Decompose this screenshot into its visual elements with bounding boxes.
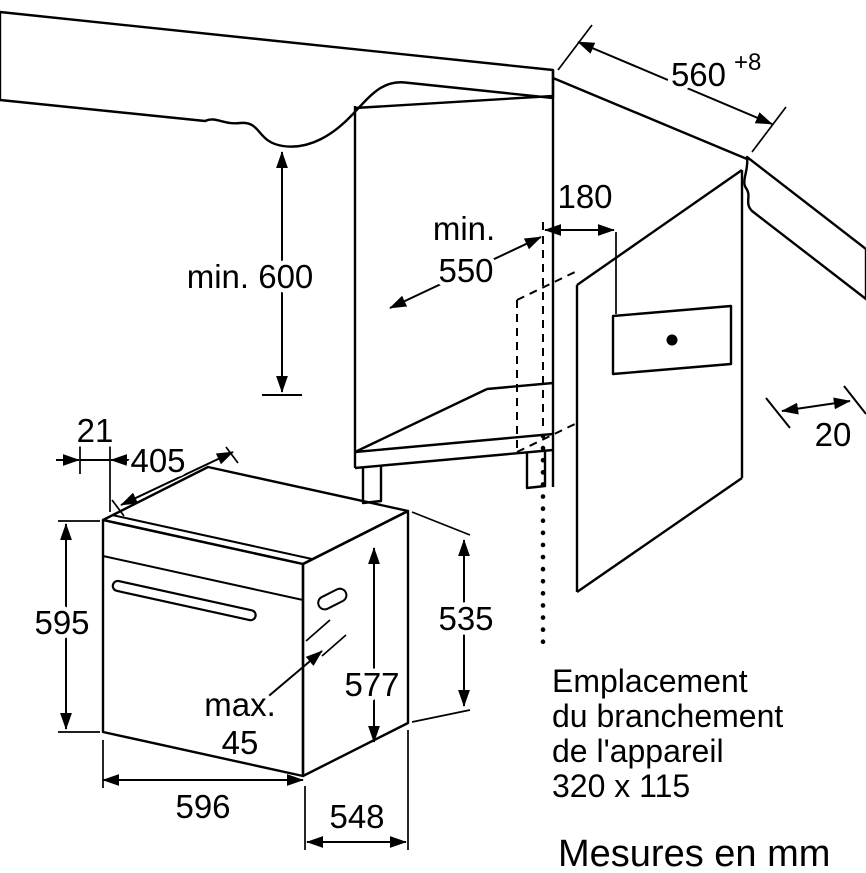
niche-foot-right (525, 450, 547, 490)
dim-rear-gap-label: 20 (815, 416, 852, 453)
dim-handle-clearance-arrow (263, 650, 323, 701)
dim-top-depth-arrow (120, 451, 234, 506)
dim-oven-width-label: 596 (175, 788, 230, 825)
dim-niche-width-label: 560 (671, 56, 726, 93)
connection-note-line-4: 320 x 115 (552, 768, 690, 804)
dim-handle-clearance-tick-2 (305, 619, 331, 642)
dim-handle-clearance: max. 45 (200, 619, 347, 766)
dim-oven-width: 596 (102, 740, 306, 850)
dim-handle-clearance-label-2: 45 (222, 724, 259, 761)
hidden-edge-4 (516, 271, 576, 301)
dim-niche-depth-label-1: min. (433, 210, 495, 247)
dim-body-depth-label: 548 (329, 798, 384, 835)
connection-zone-hatch (611, 304, 733, 376)
oven-handle (111, 579, 257, 622)
oven-side-face (301, 509, 410, 778)
dim-rear-gap-tick-right (843, 385, 866, 415)
dim-rear-gap-tick-left (765, 397, 791, 429)
oven-front-face (101, 518, 305, 778)
dim-rear-height-ext-top (411, 511, 471, 536)
dim-rear-gap: 20 (765, 385, 866, 458)
oven-door-line (102, 555, 304, 601)
dim-oven-height-label: 595 (34, 604, 89, 641)
dim-connection-distance-label: 180 (557, 178, 612, 215)
left-countertop (0, 10, 555, 148)
dim-niche-depth: min. 550 (389, 206, 542, 309)
dim-rear-height: 535 (411, 511, 498, 723)
dim-rear-height-ext-bottom (411, 709, 471, 723)
dim-top-depth: 405 (111, 438, 239, 517)
partition-bottom-edge (576, 477, 743, 593)
hidden-edge-3 (516, 423, 576, 453)
dim-handle-clearance-tick-1 (321, 634, 347, 657)
connection-note: Emplacement du branchement de l'appareil… (552, 663, 783, 804)
dim-depth-with-door: 577 (340, 547, 404, 743)
dim-niche-width: 560 +8 (557, 24, 787, 153)
dim-niche-width-ext-right (751, 106, 787, 153)
dim-niche-height: min. 600 (182, 151, 318, 396)
dim-connection-distance: 180 (544, 174, 617, 314)
niche-foot-left (361, 466, 383, 505)
dim-front-lip-label: 21 (77, 412, 114, 449)
oven-side-grip (317, 587, 348, 611)
dim-top-depth-label: 405 (130, 442, 185, 479)
connection-zone-dot (666, 334, 678, 346)
connection-note-line-2: du branchement (552, 698, 783, 734)
partition-top-edge (576, 169, 743, 286)
oven-top-lip-line (111, 514, 313, 560)
connection-note-line-1: Emplacement (552, 663, 748, 699)
dim-body-depth: 548 (306, 730, 409, 850)
dim-niche-width-tolerance: +8 (734, 49, 761, 76)
dim-top-depth-tick-left (111, 499, 125, 517)
niche-floor-depth-edge (354, 387, 488, 454)
units-note: Mesures en mm (558, 833, 830, 873)
dim-oven-height: 595 (30, 520, 100, 733)
dim-niche-depth-label-2: 550 (438, 252, 493, 289)
dim-niche-width-arrow (577, 41, 773, 125)
niche-bottom-edge (354, 432, 554, 454)
dim-rear-height-label: 535 (438, 600, 493, 637)
niche-bottom-edge-2 (354, 448, 554, 470)
dim-handle-clearance-label-1: max. (204, 686, 276, 723)
connection-note-line-3: de l'appareil (552, 733, 724, 769)
dim-niche-depth-arrow (389, 236, 542, 309)
right-countertop (743, 155, 866, 301)
dim-niche-width-ext-left (557, 24, 593, 71)
dim-niche-height-label: min. 600 (187, 258, 314, 295)
dim-front-lip: 21 (56, 408, 134, 512)
dim-rear-gap-arrow (781, 397, 851, 415)
niche-top-edge (354, 94, 554, 110)
dim-depth-with-door-label: 577 (344, 666, 399, 703)
